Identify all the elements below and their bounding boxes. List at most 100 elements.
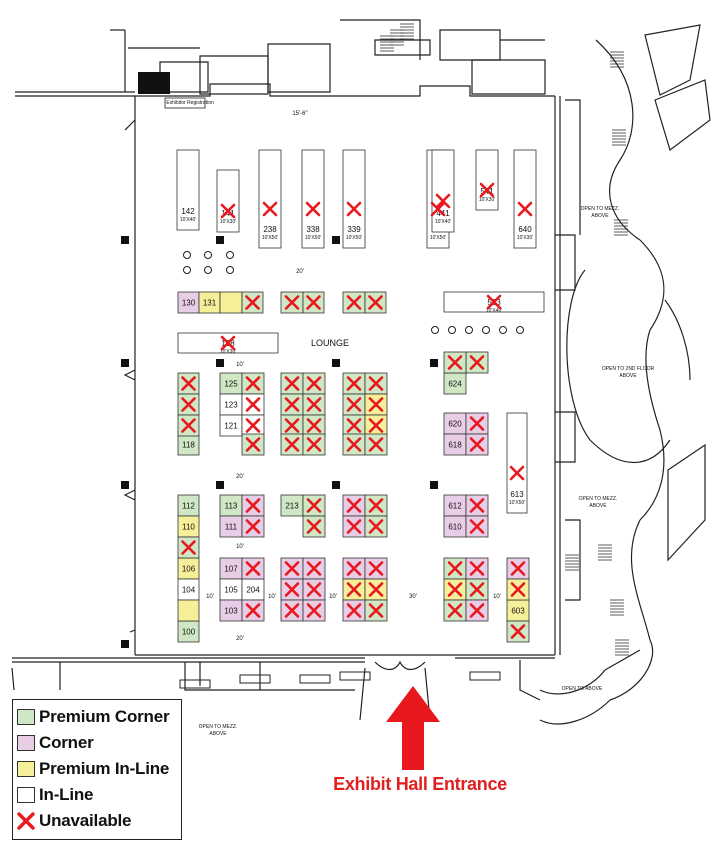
booth-620[interactable]: 620: [443, 412, 467, 435]
booth-number: 610: [448, 523, 462, 532]
booth-107[interactable]: 107: [219, 557, 243, 580]
booth-size: 10'X40': [435, 219, 451, 225]
booth-number: 110: [182, 523, 195, 532]
unavailable-x-icon: [346, 295, 362, 310]
booth-204[interactable]: 204: [241, 578, 265, 601]
booth-113[interactable]: 113: [219, 494, 243, 517]
unavailable-x-icon: [346, 376, 362, 391]
annotation-top-width: 15'-6": [292, 111, 307, 117]
legend-swatch: [17, 735, 35, 751]
booth-624[interactable]: 624: [443, 372, 467, 395]
booth-number: 620: [448, 420, 462, 429]
unavailable-x-icon: [346, 201, 362, 217]
unavailable-markers: [181, 182, 533, 639]
booth-104[interactable]: 104: [177, 578, 200, 601]
booth-size: 10'X30': [220, 349, 236, 355]
booth-106[interactable]: 106: [177, 557, 200, 580]
booth-100[interactable]: 100: [177, 620, 200, 643]
booth-131[interactable]: 131: [198, 291, 221, 314]
legend-swatch: [17, 709, 35, 725]
unavailable-x-icon: [284, 295, 300, 310]
booth-612[interactable]: 612: [443, 494, 467, 517]
unavailable-x-icon: [245, 561, 261, 576]
booth-number: 338: [306, 225, 320, 234]
booth-603[interactable]: 603: [506, 599, 530, 622]
unavailable-x-icon: [306, 437, 322, 452]
unavailable-x-icon: [245, 397, 261, 412]
unavailable-x-icon: [245, 603, 261, 618]
unavailable-x-icon: [346, 437, 362, 452]
booth-125[interactable]: 125: [219, 372, 243, 395]
unavailable-x-icon: [469, 437, 485, 452]
building-walls: [11, 19, 711, 725]
unavailable-x-icon: [447, 355, 463, 370]
annotation-aisle-10-e: 10': [329, 594, 337, 600]
booth-number: 624: [448, 380, 462, 389]
unavailable-x-icon: [284, 561, 300, 576]
unavailable-x-icon: [469, 582, 485, 597]
annotation-mezz-2: OPEN TO MEZZ.ABOVE: [579, 496, 618, 509]
booth-unlabeled[interactable]: [177, 599, 200, 622]
booth-121[interactable]: 121: [219, 414, 243, 437]
unavailable-x-icon: [469, 519, 485, 534]
booth-number: 123: [224, 401, 238, 410]
annotation-aisle-20-b: 20': [236, 474, 244, 480]
booth-610[interactable]: 610: [443, 515, 467, 538]
unavailable-x-icon: [306, 519, 322, 534]
unavailable-x-icon: [469, 416, 485, 431]
booth-size: 10'X40': [180, 217, 196, 223]
booth-number: 107: [224, 565, 238, 574]
unavailable-x-icon: [368, 418, 384, 433]
booth-number: 113: [225, 502, 238, 511]
unavailable-x-icon: [181, 540, 196, 555]
annotation-registration: Exhibitor Registration: [166, 100, 214, 106]
booth-size: 10'X30': [220, 219, 236, 225]
annotation-aisle-10-d: 10': [268, 594, 276, 600]
booth-unlabeled[interactable]: [219, 291, 243, 314]
booth-618[interactable]: 618: [443, 433, 467, 456]
unavailable-x-icon: [245, 498, 261, 513]
booth-number: 618: [448, 441, 462, 450]
legend-item-premium-corner: Premium Corner: [17, 707, 170, 727]
booth-105[interactable]: 105: [219, 578, 243, 601]
booth-123[interactable]: 123: [219, 393, 243, 416]
booth-number: 125: [224, 380, 238, 389]
unavailable-x-icon: [262, 201, 278, 217]
legend-swatch: [17, 761, 35, 777]
unavailable-x-icon: [346, 603, 362, 618]
legend-item-premium-inline: Premium In-Line: [17, 759, 169, 779]
booth-110[interactable]: 110: [177, 515, 200, 538]
booth-103[interactable]: 103: [219, 599, 243, 622]
booth-213[interactable]: 213: [280, 494, 304, 517]
booth-118[interactable]: 118: [177, 433, 200, 456]
unavailable-x-icon: [435, 193, 451, 209]
booth-number: 213: [285, 502, 299, 511]
unavailable-x-icon: [469, 561, 485, 576]
unavailable-x-icon: [368, 295, 383, 310]
booth-112[interactable]: 112: [177, 494, 200, 517]
unavailable-x-icon: [181, 418, 196, 433]
booth-size: 10'X40': [486, 308, 502, 314]
unavailable-x-icon: [306, 603, 322, 618]
annotation-aisle-30: 30': [409, 594, 417, 600]
booth-number: 640: [518, 225, 532, 234]
annotation-aisle-10-a: 10': [236, 362, 244, 368]
booth-number: 612: [448, 502, 462, 511]
unavailable-x-icon: [346, 519, 362, 534]
unavailable-x-icon: [284, 397, 300, 412]
unavailable-x-icon: [368, 582, 384, 597]
booth-111[interactable]: 111: [219, 515, 243, 538]
unavailable-x-icon: [368, 376, 384, 391]
entrance-arrow-icon: [386, 686, 440, 770]
booth-130[interactable]: 130: [177, 291, 200, 314]
booth-number: 613: [510, 490, 524, 499]
